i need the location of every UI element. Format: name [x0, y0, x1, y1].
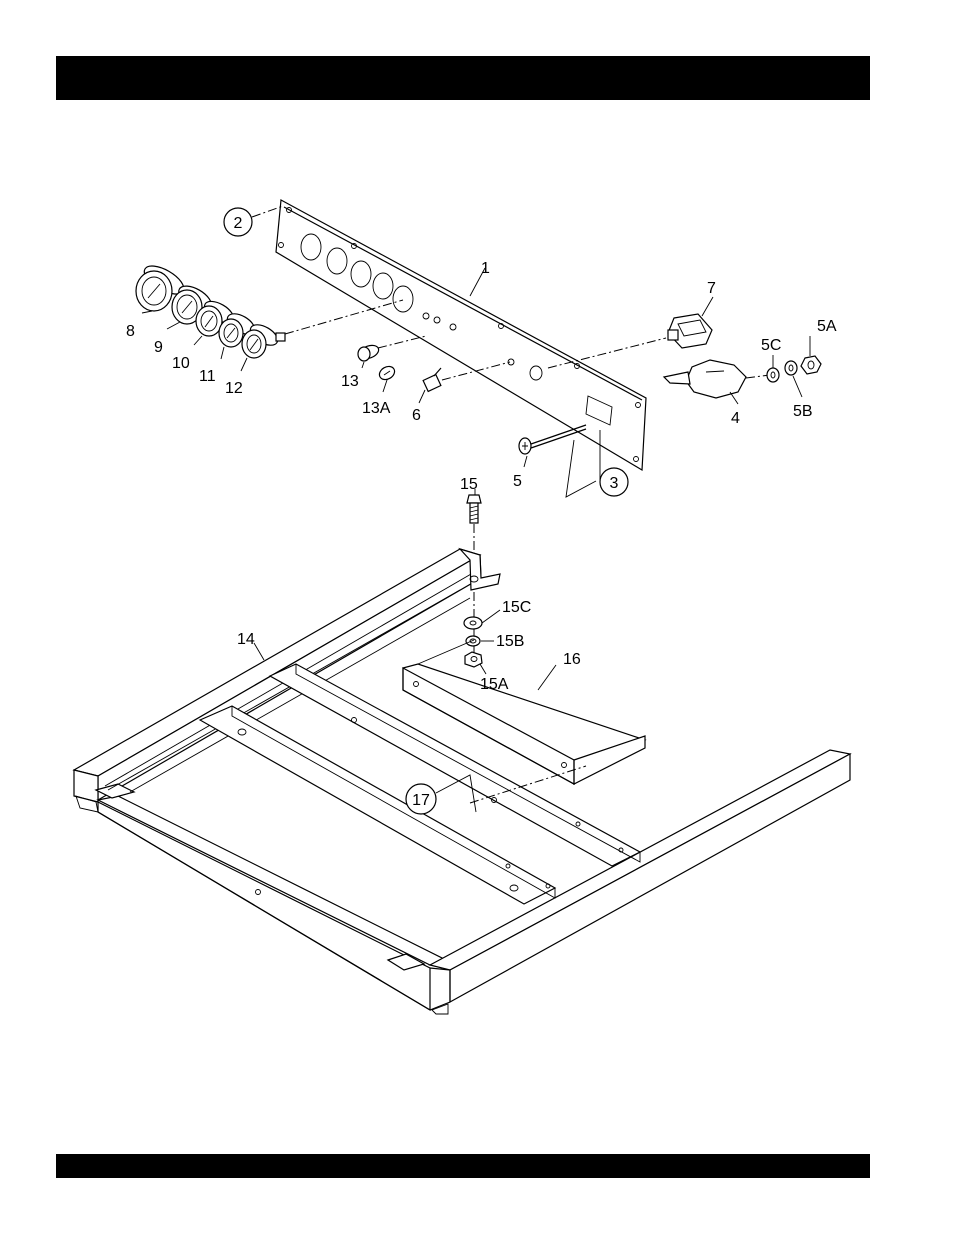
part-13a-lens: [377, 364, 397, 382]
callout-1: 1: [481, 260, 490, 277]
callout-5a: 5A: [817, 318, 837, 335]
callout-9: 9: [154, 339, 163, 356]
callout-15: 15: [460, 476, 478, 493]
callout-5b: 5B: [793, 403, 813, 420]
svg-text:3: 3: [610, 475, 619, 492]
callout-7: 7: [707, 280, 716, 297]
part-5c-washer: [767, 368, 779, 382]
callout-5c: 5C: [761, 337, 781, 354]
callout-17: 17: [406, 784, 436, 814]
callout-13: 13: [341, 373, 359, 390]
callout-11: 11: [199, 368, 216, 385]
callout-15c: 15C: [502, 599, 531, 616]
part-5a-nut: [801, 356, 821, 374]
svg-text:17: 17: [412, 792, 430, 809]
callout-5: 5: [513, 473, 522, 490]
callout-2: 2: [224, 208, 252, 236]
part-5b-lockwasher: [785, 361, 797, 375]
callout-16: 16: [563, 651, 581, 668]
callout-10: 10: [172, 355, 190, 372]
callout-4: 4: [731, 410, 740, 427]
part-15c-washer: [464, 617, 482, 629]
callout-12: 12: [225, 380, 243, 397]
callout-14: 14: [237, 631, 255, 648]
part-15-bolt: [467, 495, 481, 523]
callout-15b: 15B: [496, 633, 524, 650]
callout-6: 6: [412, 407, 421, 424]
callout-3: 3: [600, 468, 628, 496]
part-15b-lockwasher: [466, 636, 480, 646]
part-15a-nut: [465, 652, 482, 667]
svg-text:2: 2: [234, 215, 243, 232]
callout-13a: 13A: [362, 400, 391, 417]
control-panel: [276, 200, 646, 470]
part-4-cover: [664, 360, 770, 398]
callout-15a: 15A: [480, 676, 509, 693]
callout-8: 8: [126, 323, 135, 340]
frame-14: [74, 549, 850, 1014]
part-13-indicator: [358, 336, 426, 361]
